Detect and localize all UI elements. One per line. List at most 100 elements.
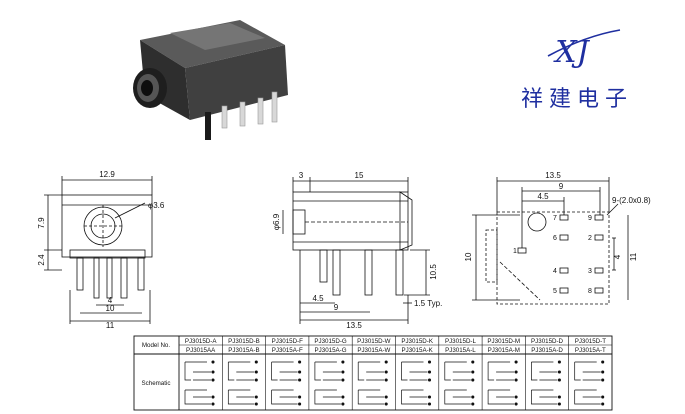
footprint-pad — [594, 234, 604, 241]
side-view — [282, 177, 430, 324]
schematic-line — [314, 390, 341, 405]
schematic-line — [487, 362, 495, 381]
schematic-terminal — [514, 360, 518, 364]
schematic-line — [531, 390, 558, 405]
schematic-terminal — [384, 378, 388, 382]
schematic-symbol — [401, 360, 432, 406]
model-name: PJ3015D-T — [575, 338, 607, 345]
schematic-terminal — [298, 370, 302, 374]
schematic-terminal — [471, 378, 475, 382]
schematic-terminal — [384, 395, 388, 399]
schematic-terminal — [601, 402, 605, 406]
footprint-pad — [559, 287, 569, 294]
jack-pin — [239, 101, 246, 127]
front-pin — [76, 257, 84, 291]
dim-front-height-top: 7.9 — [37, 217, 46, 229]
schematic-symbol — [184, 360, 215, 406]
dim-side-diameter: φ6.9 — [272, 213, 281, 230]
side-view-labels: 3 15 φ6.9 10.5 4.5 9 13.5 1.5 Typ. — [272, 171, 442, 330]
pin-number: 6 — [553, 235, 557, 242]
model-name: PJ3015A-D — [531, 347, 563, 354]
side-barrel — [292, 209, 306, 235]
pin-number: 1 — [513, 248, 517, 255]
schematic-terminal — [254, 402, 258, 406]
schematic-line — [574, 362, 581, 381]
jack-pin — [205, 112, 211, 140]
dim-side-overall: 13.5 — [346, 321, 362, 330]
model-name: PJ3015D-D — [531, 338, 564, 345]
dim-footprint-inner: 4 — [613, 254, 622, 259]
jack-hole — [141, 80, 153, 96]
model-table: Model No. Schematic PJ3015D-APJ3015AAPJ3… — [133, 335, 613, 411]
schematic-line — [184, 390, 211, 405]
dim-front-pitch-inner: 4 — [108, 296, 113, 305]
schematic-terminal — [211, 395, 215, 399]
model-name: PJ3015A-T — [575, 347, 606, 354]
footprint-pad — [559, 234, 569, 241]
dim-footprint-pad-offset: 4.5 — [537, 192, 549, 201]
logo-mark: XJ — [553, 35, 590, 70]
schematic-line — [401, 390, 428, 405]
company-logo: XJ 祥建电子 — [521, 29, 627, 112]
schematic-terminal — [211, 370, 215, 374]
front-pin — [120, 257, 128, 299]
table-header-label: Model No. — [142, 342, 170, 349]
dim-footprint-slot-note: 9-(2.0x0.8) — [612, 196, 651, 205]
model-name: PJ3015D-A — [185, 338, 218, 345]
schematic-line — [357, 390, 385, 405]
schematic-terminal — [514, 402, 518, 406]
schematic-symbol — [531, 360, 561, 406]
schematic-terminal — [341, 370, 345, 374]
schematic-terminal — [514, 378, 518, 382]
side-pin — [364, 249, 373, 296]
schematic-terminal — [557, 402, 561, 406]
schematic-line — [271, 362, 278, 381]
jack-top-ridge — [170, 23, 265, 50]
front-body-outline — [61, 194, 153, 258]
schematic-line — [271, 390, 298, 405]
schematic-line — [444, 362, 451, 381]
schematic-terminal — [601, 360, 605, 364]
schematic-terminal — [557, 378, 561, 382]
schematic-terminal — [601, 370, 605, 374]
dim-side-pin-length: 10.5 — [429, 264, 438, 280]
schematic-terminal — [427, 360, 432, 364]
table-border — [133, 335, 613, 411]
schematic-symbol — [444, 360, 475, 406]
model-name: PJ3015A-F — [272, 347, 303, 354]
schematic-terminal — [427, 402, 432, 406]
schematic-terminal — [298, 360, 302, 364]
footprint-outline — [496, 211, 610, 305]
schematic-terminal — [298, 378, 302, 382]
schematic-terminal — [427, 395, 432, 399]
schematic-line — [227, 362, 235, 381]
side-pin — [332, 249, 341, 296]
schematic-line — [444, 390, 471, 405]
schematic-terminal — [471, 395, 475, 399]
schematic-symbol — [574, 360, 605, 406]
schematic-terminal — [557, 360, 561, 364]
schematic-line — [487, 390, 515, 405]
logo-swoosh — [547, 29, 621, 57]
model-name: PJ3015A-B — [228, 347, 259, 354]
jack-pin — [271, 91, 278, 123]
schematic-line — [227, 390, 255, 405]
schematic-terminal — [427, 378, 432, 382]
pin-number: 9 — [588, 215, 592, 222]
schematic-line — [574, 390, 601, 405]
dim-front-pitch-mid: 10 — [106, 304, 115, 313]
schematic-terminal — [384, 360, 388, 364]
schematic-symbol — [227, 360, 258, 406]
dim-front-pitch-outer: 11 — [106, 321, 115, 330]
schematic-terminal — [514, 395, 518, 399]
dim-footprint-height: 10 — [464, 252, 473, 261]
model-name: PJ3015D-K — [401, 338, 434, 345]
schematic-terminal — [601, 378, 605, 382]
dim-side-pin-pos-1: 4.5 — [312, 294, 324, 303]
schematic-terminal — [341, 378, 345, 382]
schematic-terminal — [211, 360, 215, 364]
dim-side-pin-note: 1.5 Typ. — [414, 299, 442, 308]
front-pin — [93, 257, 100, 299]
schematic-terminal — [471, 402, 475, 406]
schematic-terminal — [341, 402, 345, 406]
